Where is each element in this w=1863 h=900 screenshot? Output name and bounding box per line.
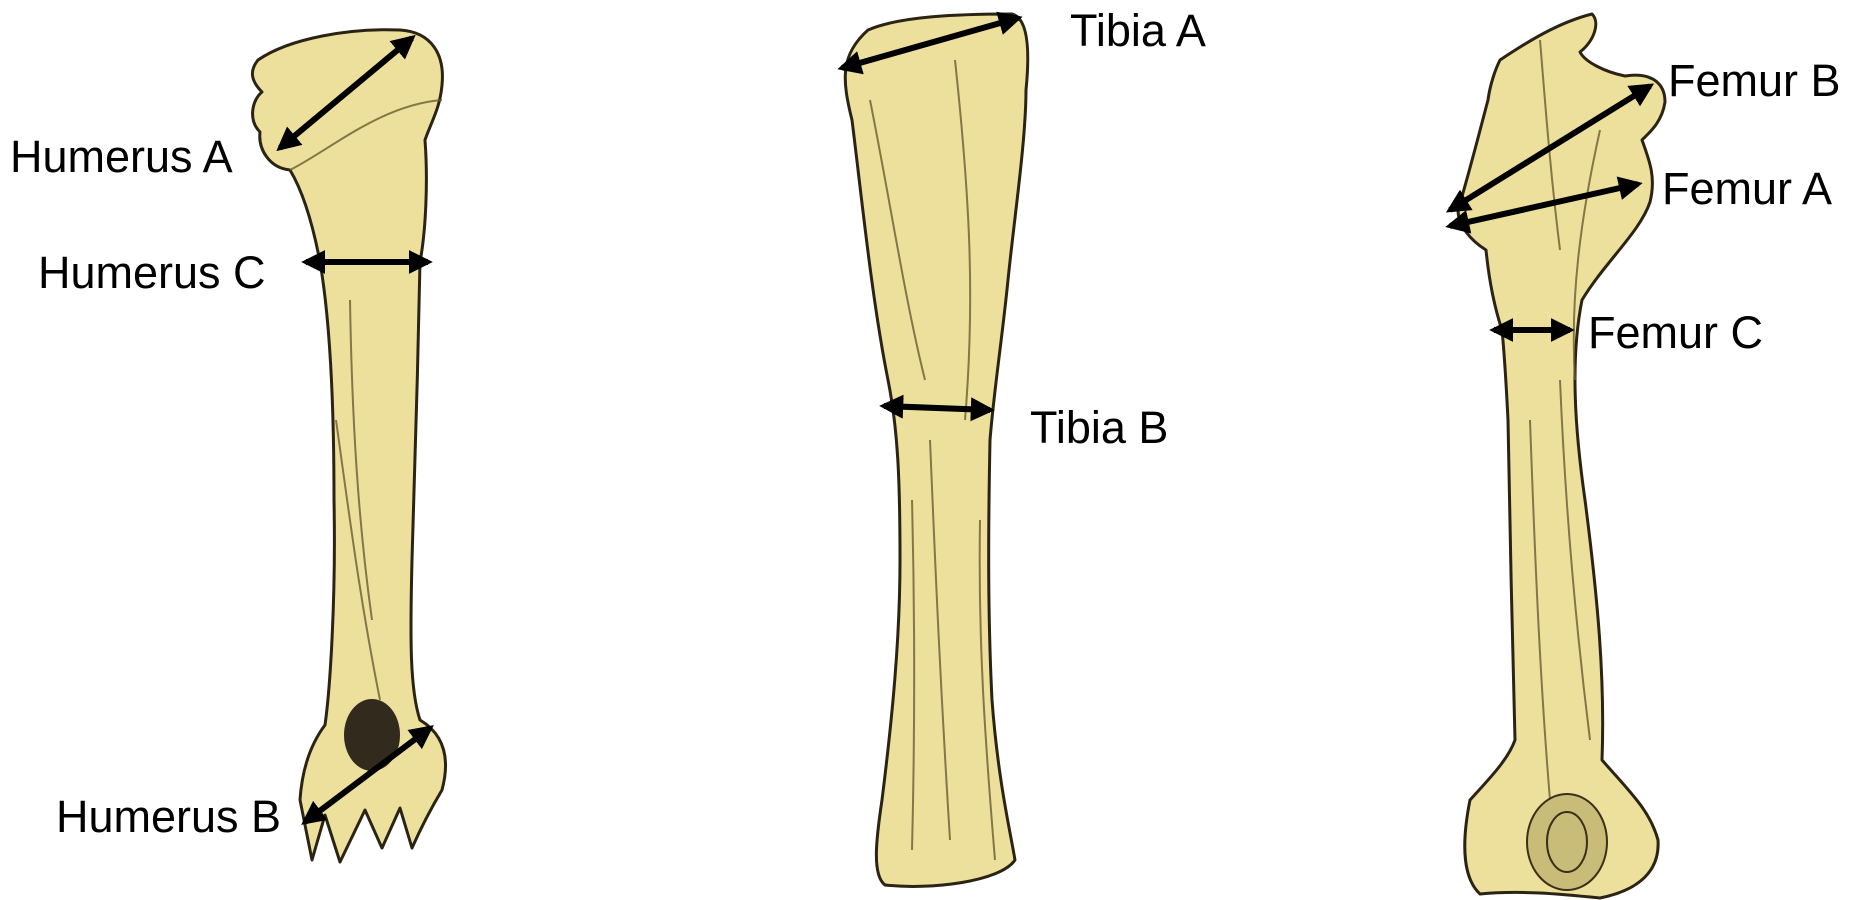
femur-illustration bbox=[1458, 14, 1665, 898]
tibia-illustration bbox=[845, 14, 1028, 886]
humerus-a-label: Humerus A bbox=[10, 131, 233, 182]
tibia-b-arrow bbox=[884, 406, 990, 410]
humerus-b-label: Humerus B bbox=[56, 791, 281, 842]
tibia-a-label: Tibia A bbox=[1070, 5, 1206, 56]
femur-a-label: Femur A bbox=[1662, 163, 1832, 214]
femur-b-label: Femur B bbox=[1668, 55, 1841, 106]
humerus-c-label: Humerus C bbox=[38, 247, 266, 298]
tibia-b-label: Tibia B bbox=[1030, 402, 1168, 453]
femur-c-label: Femur C bbox=[1588, 307, 1763, 358]
